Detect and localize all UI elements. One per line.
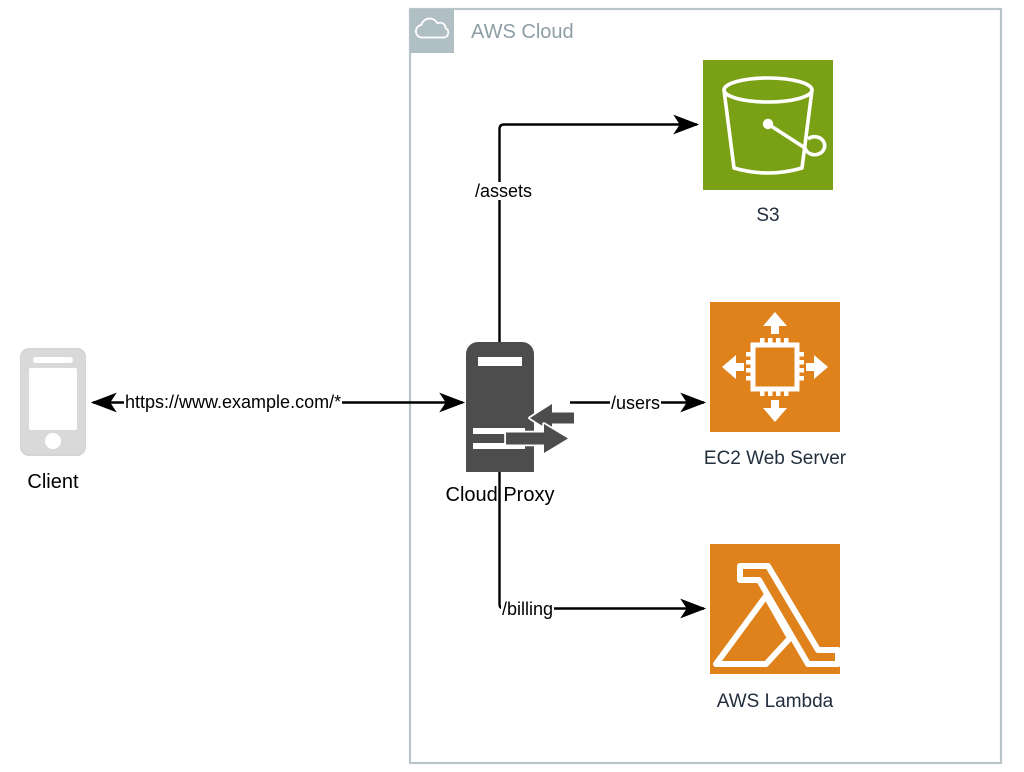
aws-cloud-badge — [410, 9, 454, 53]
aws-lambda-label: AWS Lambda — [716, 691, 834, 712]
aws-cloud-title: AWS Cloud — [471, 21, 574, 43]
edge-label-client-proxy: https://www.example.com/* — [124, 392, 343, 412]
lambda-icon — [710, 544, 841, 674]
client-label: Client — [27, 471, 79, 493]
s3-bucket-icon — [703, 60, 833, 190]
smartphone-icon — [20, 348, 86, 456]
ec2-web-server-label: EC2 Web Server — [703, 448, 847, 469]
cloud-icon — [415, 17, 450, 39]
proxy-server-icon — [466, 342, 576, 472]
cloud-proxy-label: Cloud Proxy — [445, 484, 555, 506]
edge-label-billing: /billing — [501, 599, 555, 619]
ec2-instance-icon — [710, 302, 840, 432]
edge-proxy-s3 — [498, 114, 700, 342]
aws-cloud-border — [408, 7, 1003, 765]
edge-label-assets: /assets — [474, 181, 534, 201]
edge-label-users: /users — [610, 393, 662, 413]
s3-label: S3 — [756, 205, 780, 226]
aws-cloud-group — [408, 7, 1003, 765]
